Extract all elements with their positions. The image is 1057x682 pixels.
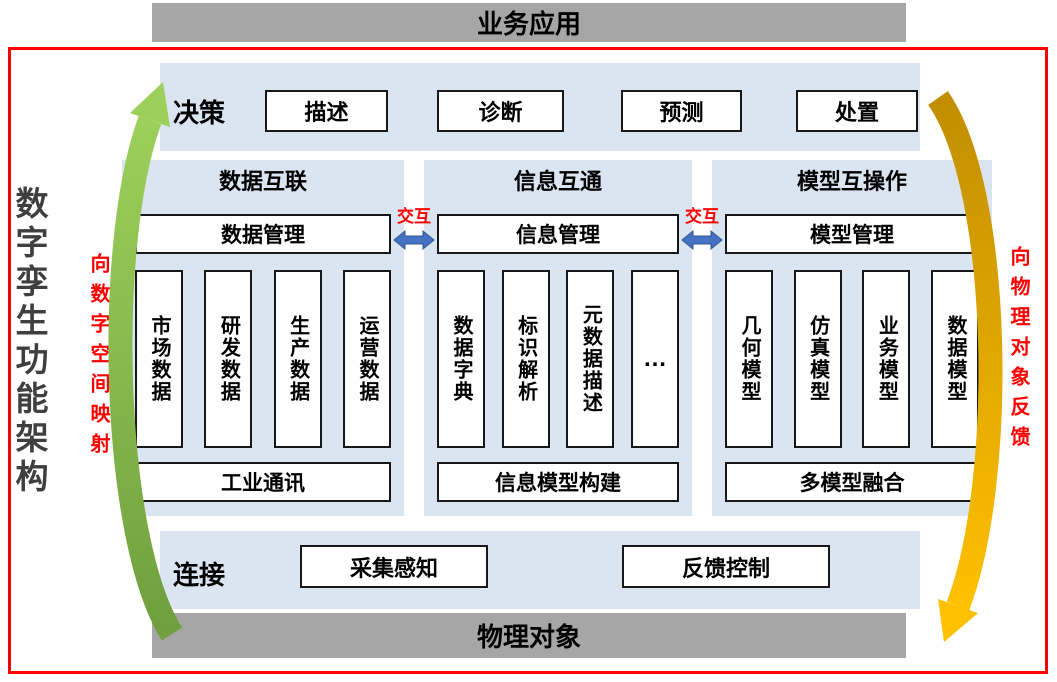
- column-data-interconnection: 数据互联 数据管理 市场数据 研发数据 生产数据 运营数据 工业通讯: [122, 160, 404, 516]
- decision-box-dispose: 处置: [796, 90, 918, 132]
- connection-layer-panel: 连接 采集感知 反馈控制: [160, 531, 920, 609]
- column-information-interchange: 信息互通 信息管理 数据字典 标识解析 元数据描述 … 信息模型构建: [424, 160, 692, 516]
- box-geometric-model: 几何模型: [725, 270, 773, 448]
- decision-box-diagnose: 诊断: [437, 90, 564, 132]
- box-operation-data: 运营数据: [342, 270, 391, 448]
- box-information-model-construction: 信息模型构建: [437, 462, 679, 502]
- data-items-row: 市场数据 研发数据 生产数据 运营数据: [135, 270, 391, 448]
- box-simulation-model: 仿真模型: [793, 270, 842, 448]
- box-production-data: 生产数据: [273, 270, 322, 448]
- connection-label: 连接: [173, 560, 226, 590]
- box-business-model: 业务模型: [862, 270, 911, 448]
- red-outer-frame: [8, 47, 1048, 674]
- box-data-acquisition: 采集感知: [300, 545, 488, 588]
- map-to-digital-space-label: 向数字空间映射: [87, 253, 109, 463]
- box-metadata-description: 元数据描述: [566, 270, 615, 448]
- decision-box-predict: 预测: [621, 90, 742, 132]
- column-title-data: 数据互联: [218, 169, 307, 194]
- column-model-interoperability: 模型互操作 模型管理 几何模型 仿真模型 业务模型 数据模型 多模型融合: [712, 160, 992, 516]
- box-ellipsis: …: [630, 270, 679, 448]
- business-application-label: 业务应用: [476, 9, 581, 39]
- model-items-row: 几何模型 仿真模型 业务模型 数据模型: [725, 270, 979, 448]
- box-model-management: 模型管理: [725, 214, 979, 254]
- box-feedback-control: 反馈控制: [622, 545, 830, 588]
- information-items-row: 数据字典 标识解析 元数据描述 …: [437, 270, 679, 448]
- business-application-bar: 业务应用: [152, 3, 906, 42]
- decision-box-describe: 描述: [265, 90, 388, 132]
- interaction-label-left: 交互: [397, 207, 431, 226]
- decision-label: 决策: [173, 98, 226, 128]
- physical-object-bar: 物理对象: [152, 613, 906, 658]
- column-title-model: 模型互操作: [796, 169, 907, 194]
- box-industrial-communication: 工业通讯: [135, 462, 391, 502]
- box-identifier-resolution: 标识解析: [501, 270, 550, 448]
- box-data-model: 数据模型: [930, 270, 979, 448]
- column-title-information: 信息互通: [513, 169, 602, 194]
- interaction-label-right: 交互: [685, 207, 719, 226]
- box-multi-model-fusion: 多模型融合: [725, 462, 979, 502]
- box-rd-data: 研发数据: [204, 270, 253, 448]
- diagram-title: 数字孪生功能架构: [11, 186, 48, 498]
- decision-layer-panel: 决策 描述 诊断 预测 处置: [160, 63, 920, 151]
- feedback-to-physical-label: 向物理对象反馈: [1007, 246, 1029, 456]
- physical-object-label: 物理对象: [476, 622, 581, 652]
- box-data-management: 数据管理: [135, 214, 391, 254]
- box-information-management: 信息管理: [437, 214, 679, 254]
- box-market-data: 市场数据: [135, 270, 183, 448]
- box-data-dictionary: 数据字典: [437, 270, 485, 448]
